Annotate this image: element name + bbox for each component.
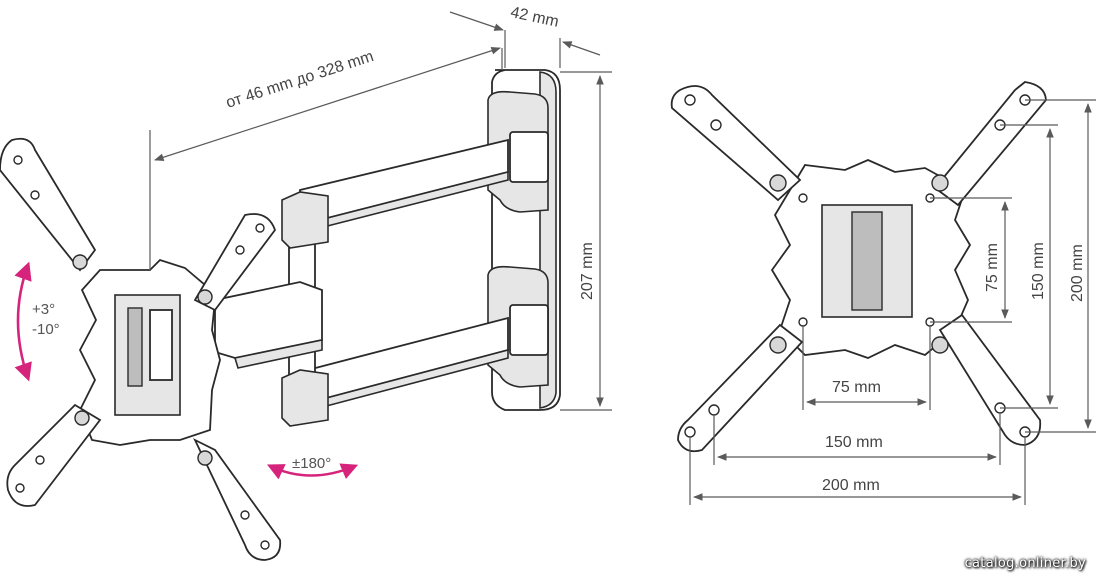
lower-hinge-face xyxy=(509,304,549,356)
vesa-arm-bottom-right xyxy=(938,313,1042,446)
extension-arrow xyxy=(154,47,501,161)
bolt xyxy=(931,174,949,192)
bolt xyxy=(931,336,949,354)
bracket-arm-bottom-right xyxy=(193,438,282,561)
bracket-arm-bottom-left xyxy=(6,403,102,507)
bolt xyxy=(197,450,213,466)
tilt-up-label: +3° xyxy=(32,301,55,318)
bolt xyxy=(769,174,787,192)
hole xyxy=(708,404,720,416)
hole xyxy=(35,455,45,465)
upper-hinge-face xyxy=(509,131,549,183)
vesa-plate-drawing: 75 mm 150 mm 200 mm 75 mm 150 mm 200 mm xyxy=(670,81,1096,505)
bracket-arm-top-left xyxy=(0,137,97,272)
hole xyxy=(710,119,722,131)
bolt xyxy=(197,289,213,305)
hole xyxy=(30,190,40,200)
tilt-down-label: -10° xyxy=(32,321,60,338)
middle-arm-shade xyxy=(233,339,323,369)
depth-arrow-left xyxy=(449,11,504,31)
hole xyxy=(798,193,808,203)
hole xyxy=(15,483,25,493)
vesa-200-v-label: 200 mm xyxy=(1069,244,1086,302)
tv-plate-slot xyxy=(127,307,143,387)
vesa-75-v-label: 75 mm xyxy=(984,243,1001,292)
bolt xyxy=(74,410,90,426)
swivel-arc xyxy=(266,463,359,480)
elbow-bottom-cap xyxy=(281,369,329,427)
hole xyxy=(13,155,23,165)
vesa-200-h-label: 200 mm xyxy=(822,477,880,494)
vesa-arm-top-left xyxy=(670,85,802,202)
vesa-150-h-label: 150 mm xyxy=(825,434,883,451)
hole xyxy=(684,94,696,106)
depth-label: 42 mm xyxy=(509,4,560,31)
vesa-arm-top-right xyxy=(933,81,1047,207)
hole xyxy=(260,540,270,550)
arm-mount-drawing: 42 mm от 46 mm до 328 mm 207 mm +3° -10°… xyxy=(0,4,612,561)
vesa-arm-bottom-left xyxy=(677,323,804,453)
vesa-75-h-label: 75 mm xyxy=(832,379,881,396)
hole xyxy=(235,245,245,255)
height-label: 207 mm xyxy=(579,242,596,300)
tv-plate-slot-right xyxy=(149,309,173,381)
hole xyxy=(255,223,265,233)
bracket-arm-top-right xyxy=(193,213,277,312)
bolt xyxy=(769,336,787,354)
vesa-150-v-label: 150 mm xyxy=(1030,242,1047,300)
extension-label: от 46 mm до 328 mm xyxy=(224,48,376,112)
tilt-arc xyxy=(14,261,32,382)
hole xyxy=(798,317,808,327)
vesa-center-slot xyxy=(851,211,883,311)
depth-arrow-right xyxy=(562,41,601,56)
hole xyxy=(684,426,696,438)
hole xyxy=(240,510,250,520)
watermark: catalog.onliner.by xyxy=(964,556,1086,571)
bolt xyxy=(72,254,88,270)
elbow-top-cap xyxy=(281,191,329,249)
swivel-label: ±180° xyxy=(292,455,331,472)
